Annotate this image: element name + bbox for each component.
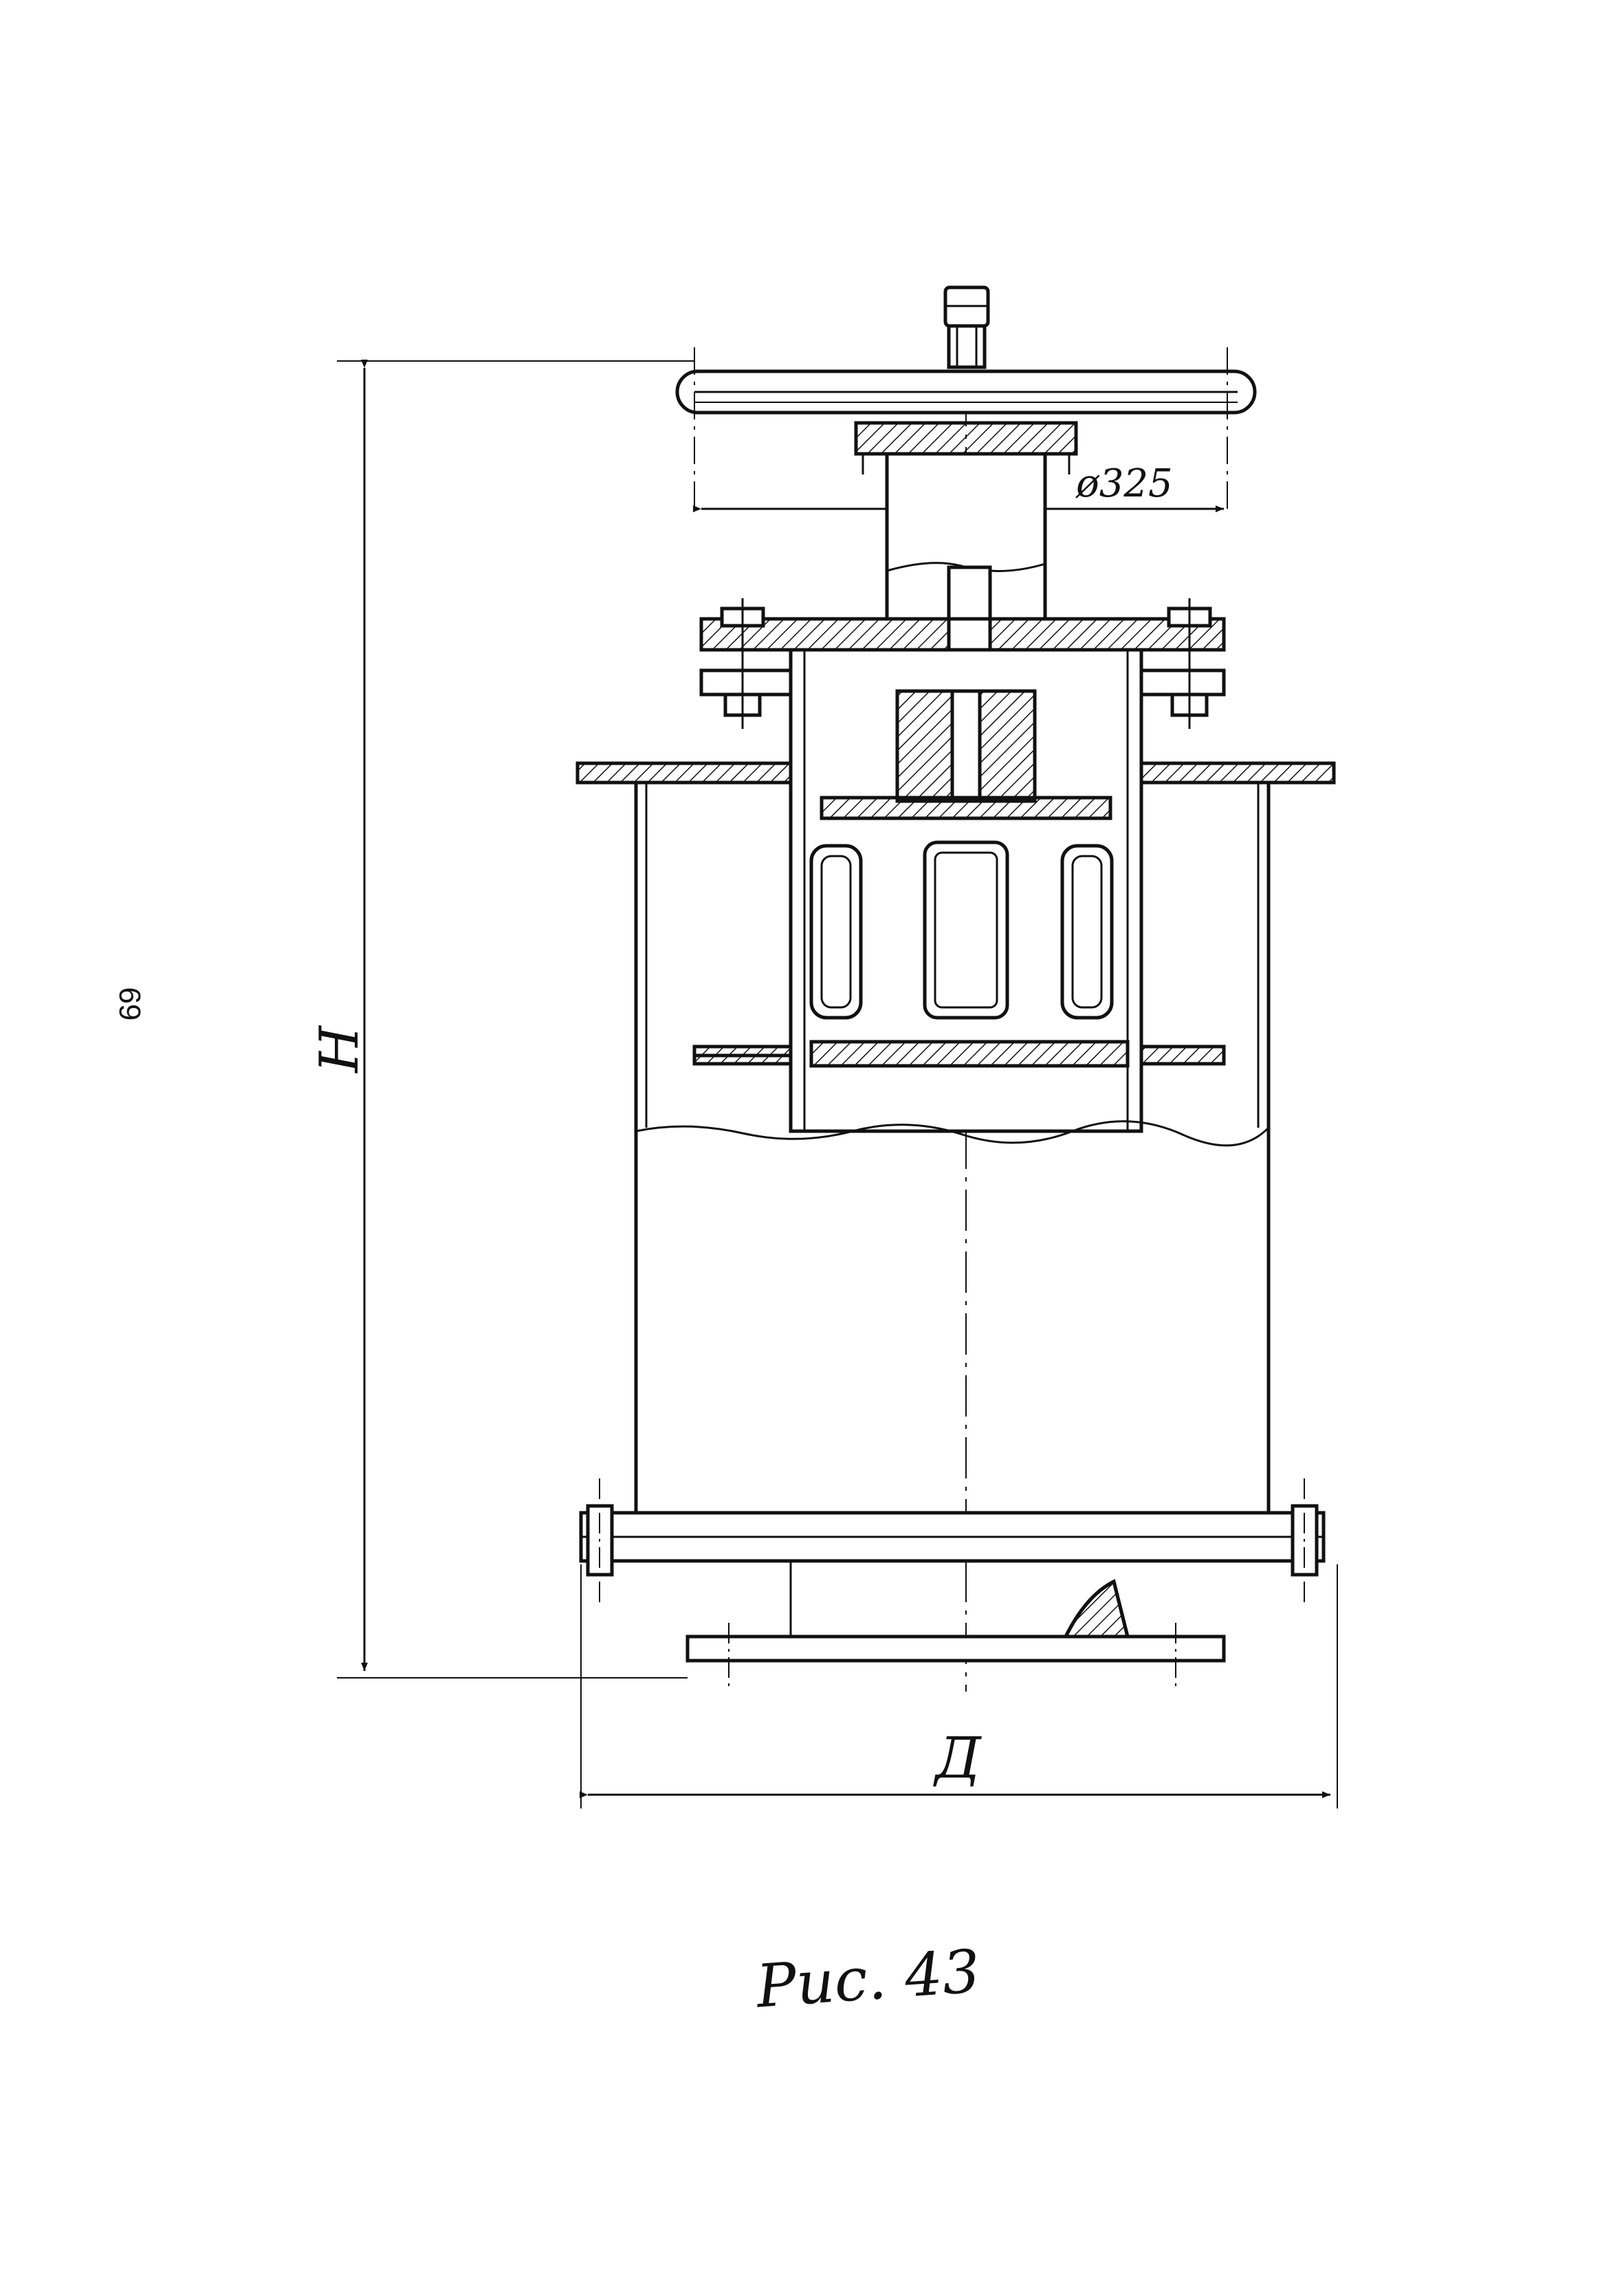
dimension-diameter [580,1564,1338,1808]
window-center [923,840,1009,1020]
handwheel [675,347,1257,509]
base-support [685,1561,1226,1692]
window-right [1060,844,1114,1020]
outer-shell-top-flange [575,761,1336,785]
piston-block [895,689,1037,803]
handwheel-diameter-label: ø325 [1075,461,1173,506]
upper-plate [820,796,1112,820]
base-flange [579,1478,1326,1602]
outer-shell [634,784,1271,1513]
lid-bolt-right [1167,598,1212,729]
lower-plate [692,1040,1226,1068]
top-nut [943,285,990,369]
dimension-height [337,360,694,1679]
height-label: H [309,1025,371,1074]
lid-bolt-left [720,598,765,729]
diameter-label: Д [933,1726,982,1791]
window-left [809,844,863,1020]
